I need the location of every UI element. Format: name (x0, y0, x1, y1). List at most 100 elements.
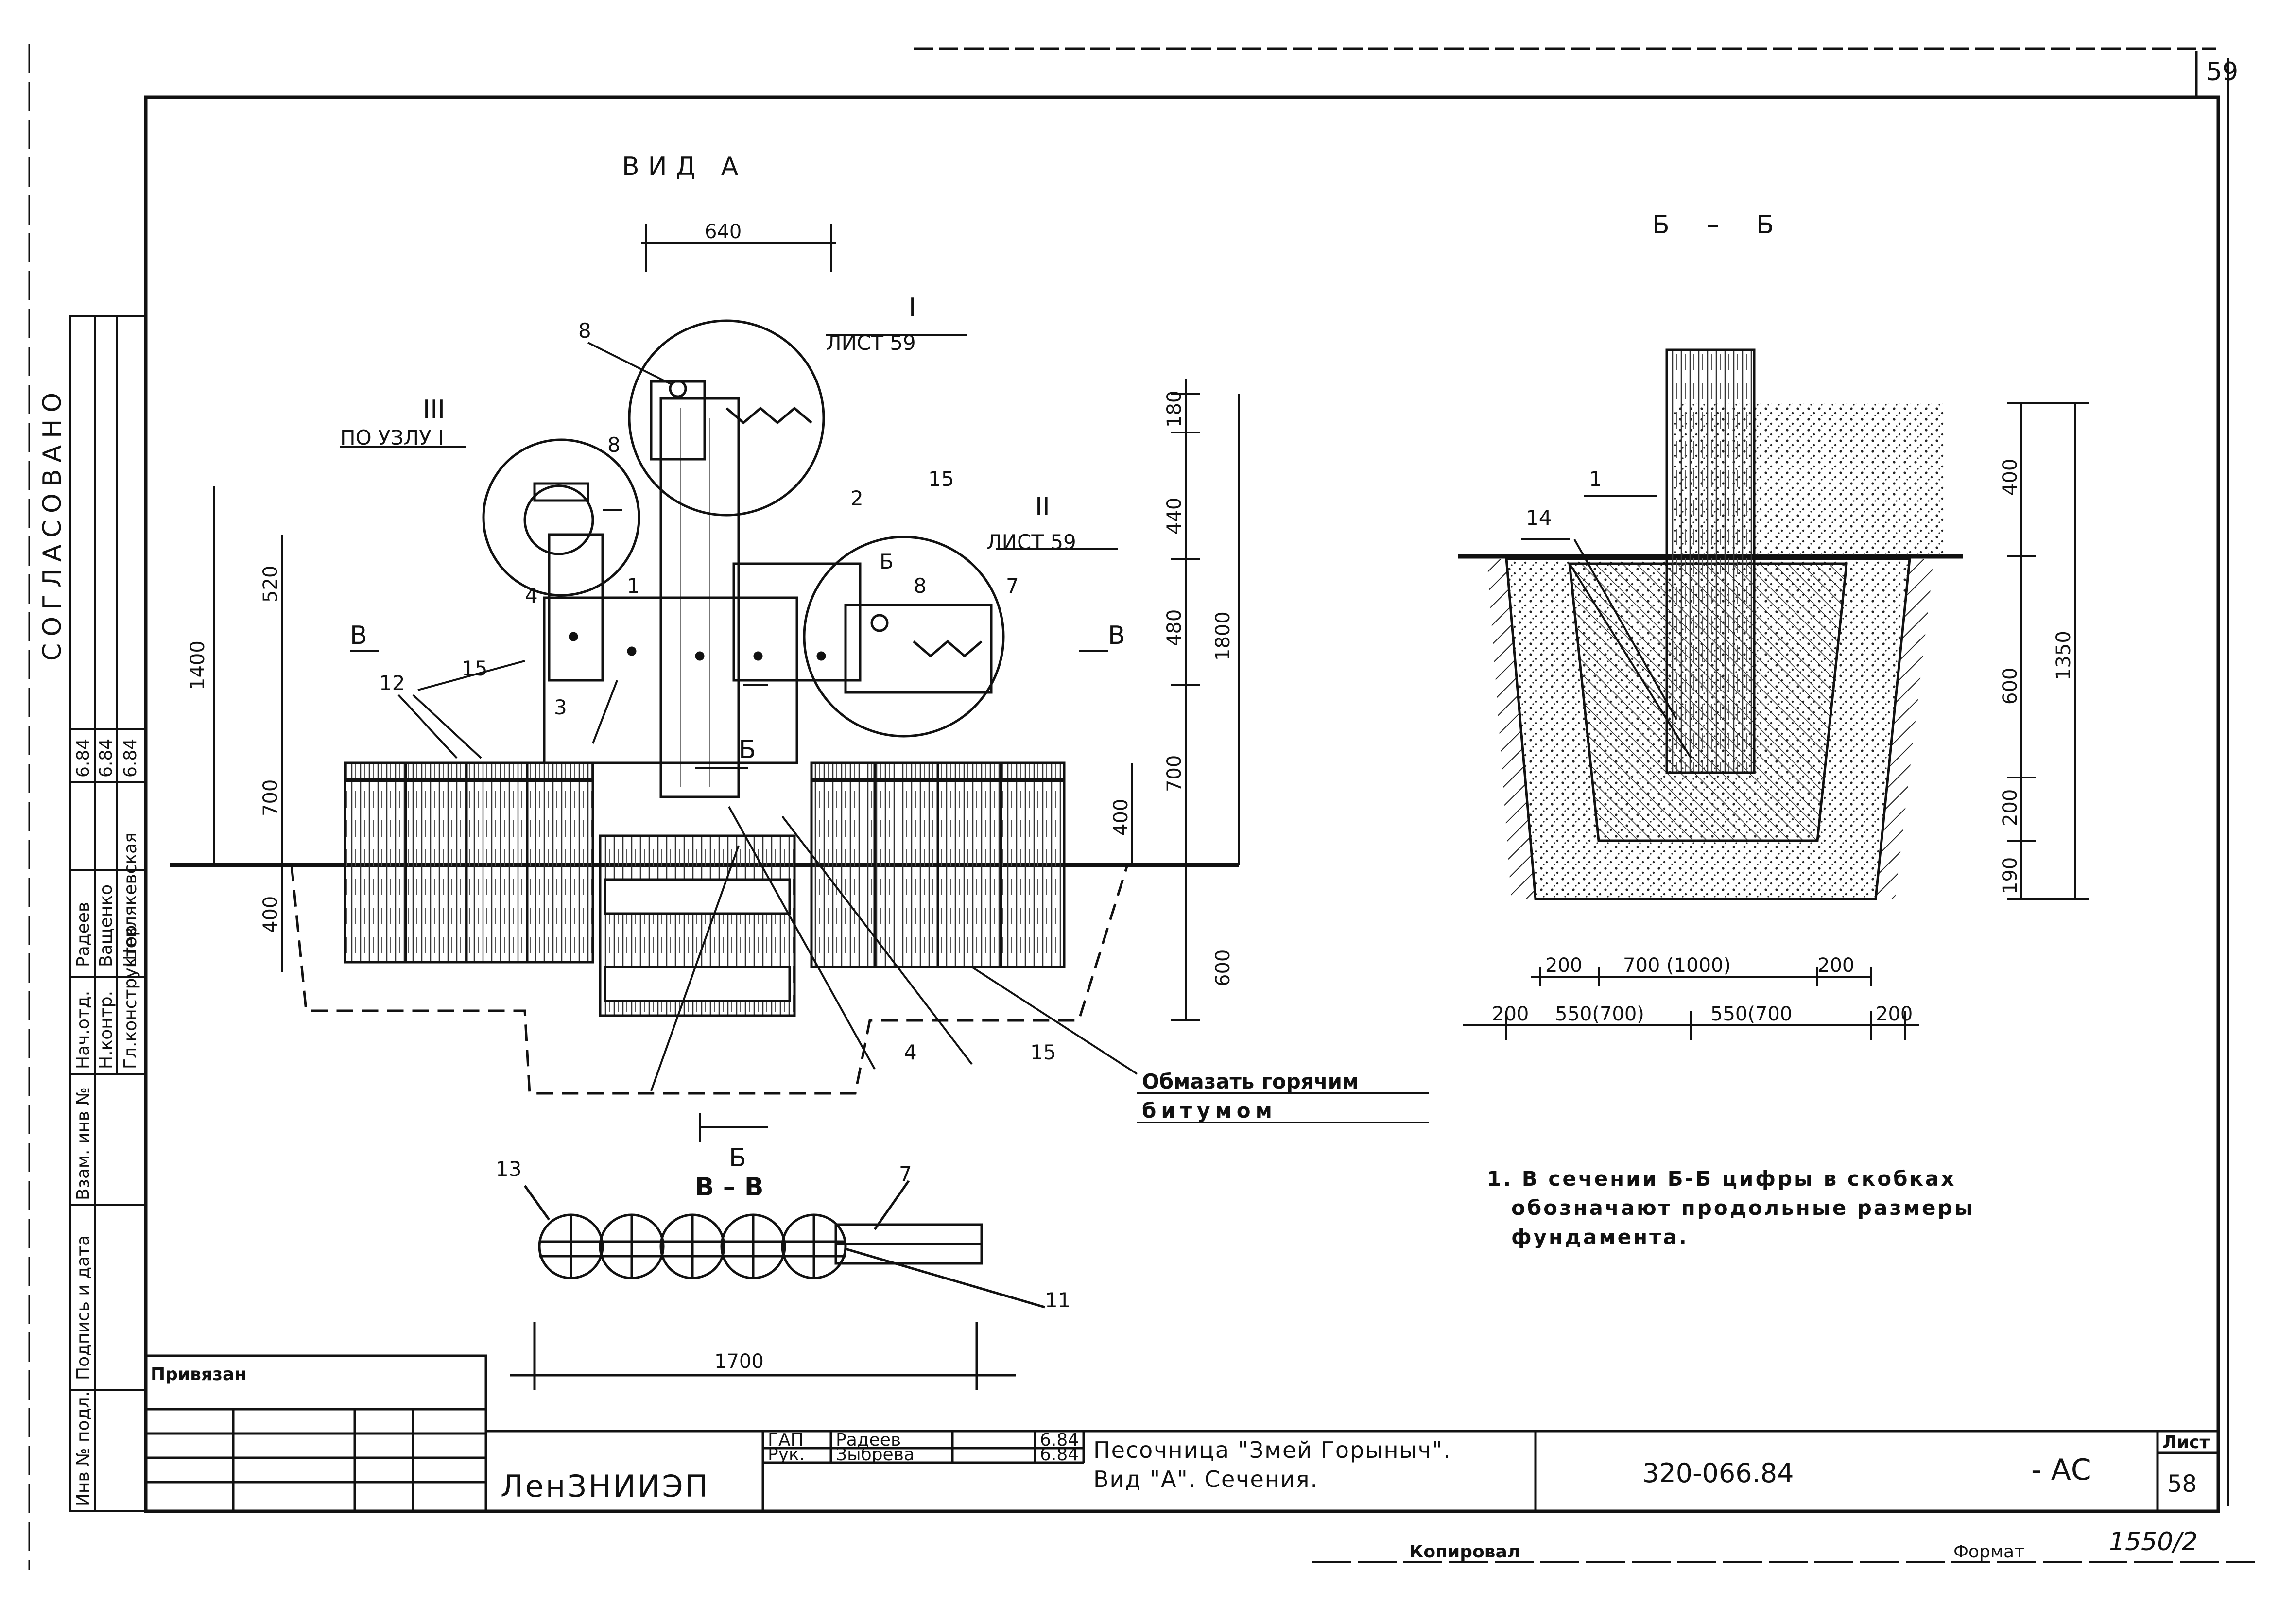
tb-name-2: Зыбрева (836, 1445, 915, 1465)
detail-node-II (803, 536, 1005, 738)
foundation-outline (290, 864, 1129, 1095)
bb-dim-200: 200 (1999, 789, 2021, 826)
node-II-sheet: ЛИСТ 59 (986, 530, 1076, 554)
callout-15b: 15 (928, 467, 954, 491)
sheet-label: Лист (2162, 1433, 2210, 1452)
note-line-3: фундамента. (1511, 1225, 1689, 1249)
bb-dim-1350: 1350 (2053, 631, 2075, 680)
view-a: ВИД А (170, 152, 1429, 1173)
detail-node-III (482, 438, 640, 597)
bb-dim-190: 190 (1999, 857, 2021, 894)
drawing-mark: - АС (2031, 1453, 2091, 1487)
bb-bot-m1: 550(700) (1555, 1003, 1644, 1025)
dim-440: 440 (1163, 498, 1186, 535)
dim-480: 480 (1163, 609, 1186, 646)
view-a-title: ВИД А (622, 152, 747, 181)
dim-top-width: 640 (705, 221, 742, 243)
callout-15c: 15 (1030, 1040, 1056, 1064)
bb-top-right: 200 (1817, 954, 1854, 977)
tb-date-2: 6.84 (1040, 1445, 1079, 1465)
bb-callout-14: 14 (1526, 506, 1552, 530)
date-cell: 6.84 (73, 739, 93, 778)
inv-no-label: Инв № подл. (73, 1391, 93, 1506)
section-bb-dims (1463, 402, 2089, 1040)
post-section (1665, 348, 1756, 774)
date-cell: 6.84 (121, 739, 140, 778)
date-cell: 6.84 (96, 739, 116, 778)
stamp-scribble: 1550/2 (2109, 1527, 2198, 1556)
callout-4: 4 (525, 584, 538, 607)
bb-bot-right: 200 (1876, 1003, 1913, 1025)
replace-inv-label: Взам. инв № (73, 1087, 93, 1200)
note-line-1: 1. В сечении Б-Б цифры в скобках (1487, 1167, 1956, 1191)
sheet-number-corner: 59 (2206, 57, 2238, 86)
format-label: Формат (1953, 1542, 2024, 1562)
bitumen-note-line1: Обмазать горячим (1142, 1070, 1359, 1093)
cut-v-right: В (1108, 621, 1125, 650)
callout-2: 2 (850, 486, 863, 510)
right-fence-boards (810, 761, 1066, 968)
dim-1400: 1400 (187, 640, 209, 690)
callout-4b: 4 (904, 1040, 917, 1064)
left-fence-boards (344, 761, 594, 964)
detail-node-I (628, 319, 825, 517)
copied-by-label: Копировал (1409, 1542, 1520, 1562)
callout-11: 11 (1045, 1288, 1070, 1312)
node-I-number: I (909, 293, 916, 322)
soil-hatch-right (1876, 559, 1934, 899)
org-name: ЛенЗНИИЭП (501, 1469, 709, 1504)
bound-label: Привязан (151, 1365, 246, 1384)
dim-1700: 1700 (714, 1350, 764, 1373)
role-cell: Нач.отд. (73, 991, 93, 1069)
callout-8c: 8 (914, 574, 927, 598)
central-post (599, 397, 796, 1017)
agreed-label: СОГЛАСОВАНО (38, 386, 67, 661)
general-note: 1. В сечении Б-Б цифры в скобках обознач… (1487, 1167, 1973, 1249)
title-block (144, 1354, 2218, 1513)
name-cell: Шевлякевская (121, 832, 140, 967)
section-bb: Б – Б (1458, 210, 2089, 1040)
left-strip-roles: Нач.отд. Н.контр. Гл.конструктор Радеев … (73, 739, 140, 1069)
node-I-sheet: ЛИСТ 59 (826, 331, 916, 355)
tb-date-1: 6.84 (1040, 1430, 1079, 1450)
dim-180: 180 (1163, 391, 1186, 428)
dim-600-right: 600 (1212, 950, 1234, 986)
callout-8b: 8 (607, 433, 621, 457)
section-bb-title: Б – Б (1652, 210, 1788, 240)
section-vv: В – В 13 7 11 1700 (496, 1157, 1070, 1390)
callout-8a: 8 (578, 319, 591, 343)
dim-400-left: 400 (259, 896, 282, 933)
callout-15a: 15 (462, 657, 487, 680)
bb-dim-400: 400 (1999, 459, 2021, 496)
bb-top-left: 200 (1545, 954, 1582, 977)
node-II-number: II (1035, 492, 1050, 521)
sign-date-label: Подпись и дата (73, 1235, 93, 1380)
section-vv-title: В – В (695, 1173, 763, 1202)
bb-bot-left: 200 (1492, 1003, 1529, 1025)
callout-7: 7 (1006, 574, 1019, 598)
bb-callout-1: 1 (1589, 467, 1602, 491)
title-line-1: Песочница "Змей Горыныч". (1093, 1437, 1451, 1463)
tb-role-2: Рук. (768, 1445, 805, 1465)
callout-1: 1 (627, 574, 640, 598)
drawing-code: 320-066.84 (1642, 1458, 1794, 1488)
view-a-annotations (213, 224, 1429, 1142)
dragon-body (543, 533, 862, 764)
callout-7-vv: 7 (899, 1162, 912, 1186)
dim-700-left: 700 (259, 779, 282, 816)
cut-b-bottom: Б (729, 1143, 746, 1173)
name-cell: Ващенко (96, 884, 116, 967)
node-III-number: III (423, 395, 445, 424)
soil-hatch-left (1487, 559, 1536, 899)
bb-dim-600: 600 (1999, 668, 2021, 705)
tb-name-1: Радеев (836, 1430, 901, 1450)
left-approval-strip (69, 315, 147, 1512)
bb-top-mid: 700 (1000) (1623, 954, 1731, 977)
callout-13: 13 (496, 1157, 521, 1181)
cut-v-left: В (350, 621, 367, 650)
tb-role-1: ГАП (768, 1430, 804, 1450)
bb-bot-m2: 550(700 (1710, 1003, 1792, 1025)
callout-3: 3 (554, 695, 567, 719)
role-cell: Н.контр. (96, 991, 116, 1069)
